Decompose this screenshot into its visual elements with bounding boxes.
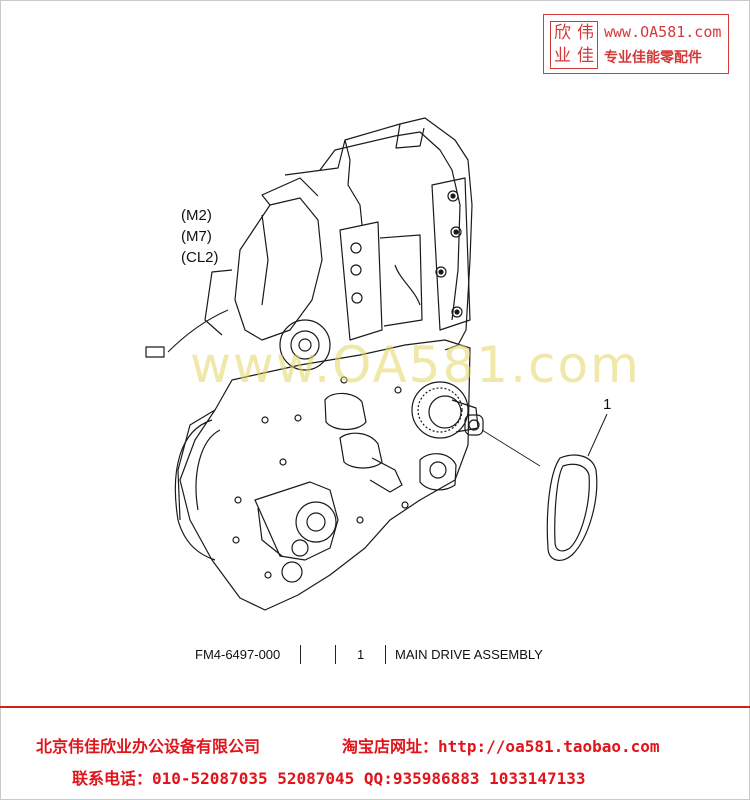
brand-stamp: 欣 伟 业 佳 www.OA581.com 专业佳能零配件 bbox=[543, 14, 729, 74]
callout-label-m7: (M7) bbox=[181, 228, 212, 245]
part-number-callout: 1 bbox=[603, 396, 612, 413]
footer-divider bbox=[0, 706, 750, 708]
seal-char: 业 bbox=[554, 46, 571, 66]
column-separator bbox=[385, 645, 386, 664]
column-separator bbox=[335, 645, 336, 664]
callout-label-m2: (M2) bbox=[181, 207, 212, 224]
brand-tagline: 专业佳能零配件 bbox=[604, 50, 702, 66]
footer-company-name: 北京伟佳欣业办公设备有限公司 bbox=[36, 737, 261, 756]
seal-char: 欣 bbox=[554, 23, 571, 43]
brand-seal-logo: 欣 伟 业 佳 bbox=[550, 21, 598, 69]
seal-char: 佳 bbox=[577, 46, 594, 66]
seal-char: 伟 bbox=[577, 23, 594, 43]
part-description: MAIN DRIVE ASSEMBLY bbox=[395, 647, 543, 662]
watermark: www.OA581.com bbox=[190, 336, 641, 394]
callout-label-cl2: (CL2) bbox=[181, 249, 219, 266]
part-qty: 1 bbox=[357, 647, 365, 662]
footer-contact: 联系电话：010-52087035 52087045 QQ:935986883 … bbox=[72, 769, 586, 788]
footer-shop-link[interactable]: 淘宝店网址：http://oa581.taobao.com bbox=[342, 737, 660, 756]
brand-url[interactable]: www.OA581.com bbox=[604, 23, 722, 41]
column-separator bbox=[300, 645, 301, 664]
main-drive-assembly-drawing bbox=[145, 117, 608, 611]
part-no: FM4-6497-000 bbox=[195, 647, 281, 662]
